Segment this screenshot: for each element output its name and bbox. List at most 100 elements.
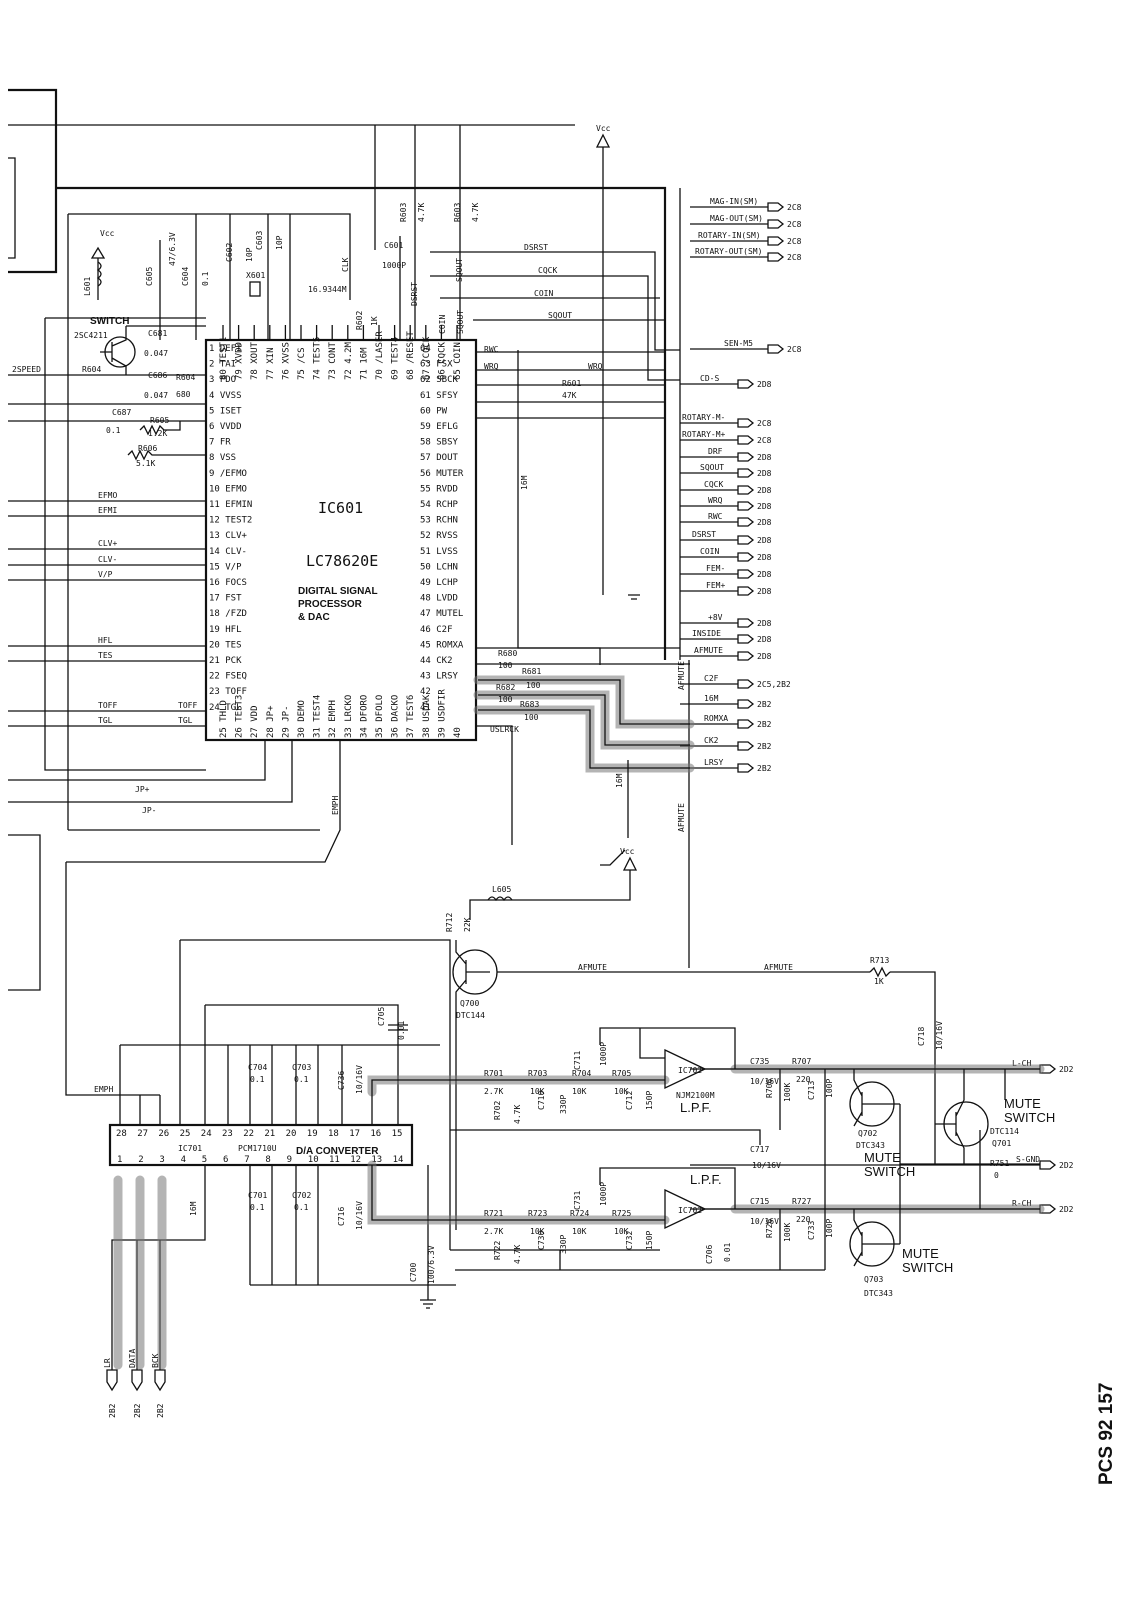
connector-label: SEN-M5 bbox=[724, 339, 753, 348]
ic701-pin-top: 25 bbox=[180, 1129, 191, 1139]
ic601-pin-right: 52 RVSS bbox=[420, 531, 458, 541]
bottom-arrow-label: LR bbox=[103, 1358, 112, 1368]
r727-label: R727 bbox=[792, 1197, 811, 1206]
connector-label: +8V bbox=[708, 613, 723, 622]
ic601-pin-right: 57 DOUT bbox=[420, 453, 459, 463]
ic601-pin-right: 41 bbox=[420, 703, 431, 713]
connector-arrow bbox=[737, 418, 755, 428]
r605-label: R605 bbox=[150, 416, 169, 425]
ic601-pin-bottom: 34 DFORO bbox=[359, 695, 369, 738]
c703-value: 0.1 bbox=[294, 1075, 309, 1084]
net-coin-v: COIN bbox=[438, 315, 447, 334]
ic601-body bbox=[204, 338, 478, 742]
connector-label: DSRST bbox=[692, 530, 716, 539]
ic702-type-a: L.P.F. bbox=[680, 1100, 712, 1115]
connector-label: C2F bbox=[704, 674, 719, 683]
doc-code: PCS 92 157 bbox=[1096, 1383, 1117, 1485]
ic601-pin-left: 17 FST bbox=[209, 594, 242, 604]
c604-label: C604 bbox=[181, 267, 190, 286]
ic601-pin-bottom: 29 JP- bbox=[281, 705, 291, 738]
connector-label: FEM- bbox=[706, 564, 725, 573]
connector-dest: 2C8 bbox=[787, 203, 802, 212]
net-jp-minus: JP- bbox=[142, 806, 156, 815]
connector-label: ROTARY-OUT(SM) bbox=[695, 247, 762, 256]
ic601-pin-bottom: 25 THLD bbox=[219, 700, 229, 738]
r703-label: R703 bbox=[528, 1069, 547, 1078]
net-tgl: TGL bbox=[98, 716, 113, 725]
q601-part: 2SC4211 bbox=[74, 331, 108, 340]
net-tgl-2: TGL bbox=[178, 716, 193, 725]
ic601-pin-right: 62 SBCK bbox=[420, 375, 459, 385]
r705-value: 10K bbox=[614, 1087, 629, 1096]
connector-label: CK2 bbox=[704, 736, 719, 745]
ic701-pin-bottom: 12 bbox=[350, 1155, 361, 1165]
ic701-desc: D/A CONVERTER bbox=[296, 1146, 379, 1157]
net-afmute-v: AFMUTE bbox=[677, 661, 686, 690]
net-16m-ic701: 16M bbox=[189, 1201, 198, 1216]
ic601-pin-top: 76 XVSS bbox=[281, 342, 291, 380]
net-dsrst-h: DSRST bbox=[524, 243, 548, 252]
r726-value: 100K bbox=[783, 1223, 792, 1242]
q703-switch: SWITCH bbox=[902, 1260, 953, 1275]
ic601-pin-top: 69 TEST4 bbox=[391, 337, 401, 380]
ic601-pin-top: 75 /CS bbox=[297, 347, 307, 380]
r683-label: R683 bbox=[520, 700, 539, 709]
connector-dest: 2D8 bbox=[757, 570, 772, 579]
ic701-pin-top: 21 bbox=[264, 1129, 275, 1139]
connector-label: ROTARY-IN(SM) bbox=[698, 231, 761, 240]
r704-label: R704 bbox=[572, 1069, 591, 1078]
ic601-pin-left: 20 TES bbox=[209, 640, 242, 650]
connector-arrow bbox=[737, 618, 755, 628]
connector-arrow bbox=[737, 552, 755, 562]
ic601-pin-top: 72 4.2M bbox=[344, 341, 354, 380]
ic601-pin-right: 47 MUTEL bbox=[420, 609, 463, 619]
q700-part: DTC144 bbox=[456, 1011, 485, 1020]
ic601-desc3: & DAC bbox=[298, 612, 330, 623]
c602-label: C602 bbox=[225, 243, 234, 262]
connector-arrow bbox=[737, 535, 755, 545]
connector-dest: 2D8 bbox=[757, 536, 772, 545]
connector-arrow bbox=[737, 679, 755, 689]
connector-dest: 2D2 bbox=[1059, 1065, 1074, 1074]
q700-ref: Q700 bbox=[460, 999, 479, 1008]
connector-label: FEM+ bbox=[706, 581, 725, 590]
connector-dest: 2D2 bbox=[1059, 1205, 1074, 1214]
c712-label: C712 bbox=[625, 1091, 634, 1110]
ic601-pin-left: 13 CLV+ bbox=[209, 531, 248, 541]
vcc-1-label: Vcc bbox=[100, 229, 115, 238]
ic601-pin-right: 50 LCHN bbox=[420, 562, 458, 572]
c718-value: 10/16V bbox=[935, 1021, 944, 1050]
connector-arrow bbox=[767, 219, 785, 229]
net-coin-h: COIN bbox=[534, 289, 553, 298]
ic601-pin-bottom: 37 TEST6 bbox=[406, 695, 416, 738]
ic601-pin-bottom: 31 TEST4 bbox=[313, 695, 323, 738]
c700-value: 100/6.3V bbox=[427, 1245, 436, 1284]
connector-dest: 2D8 bbox=[757, 486, 772, 495]
bottom-arrow-dest: 2B2 bbox=[108, 1403, 117, 1418]
ic601-pin-top: 74 TEST5 bbox=[313, 337, 323, 380]
ic601-pin-right: 45 ROMXA bbox=[420, 640, 464, 650]
connector-label: CD-S bbox=[700, 374, 719, 383]
frame-lines bbox=[8, 88, 667, 1096]
connector-arrow bbox=[737, 763, 755, 773]
switch-block: SWITCH 2SC4211 C681 0.047 C686 0.047 C68… bbox=[74, 229, 206, 468]
bottom-arrow-dest: 2B2 bbox=[156, 1403, 165, 1418]
ic601-pin-left: 16 FOCS bbox=[209, 578, 247, 588]
connector-dest: 2D8 bbox=[757, 652, 772, 661]
left-nets: 2SPEED EFMO EFMI CLV+ CLV- V/P HFL TES T… bbox=[8, 365, 340, 1094]
net-wrq: WRQ bbox=[484, 362, 499, 371]
connector-dest: 2C8 bbox=[787, 253, 802, 262]
connector-dest: 2B2 bbox=[757, 720, 772, 729]
mute-transistors: Q702 DTC343 MUTE SWITCH Q703 DTC343 MUTE… bbox=[849, 1069, 1055, 1298]
connector-label: ROMXA bbox=[704, 714, 728, 723]
connector-arrow bbox=[767, 252, 785, 262]
ic601-pin-left: 3 PDO bbox=[209, 375, 236, 385]
connector-label: MAG-IN(SM) bbox=[710, 197, 758, 206]
r751-value: 0 bbox=[994, 1171, 999, 1180]
ic601-pin-left: 9 /EFMO bbox=[209, 469, 247, 479]
connector-dest: 2C8 bbox=[787, 220, 802, 229]
r603b-value: 4.7K bbox=[471, 203, 480, 222]
connector-arrow bbox=[737, 517, 755, 527]
connector-dest: 2D8 bbox=[757, 619, 772, 628]
c604-value: 0.1 bbox=[201, 271, 210, 286]
